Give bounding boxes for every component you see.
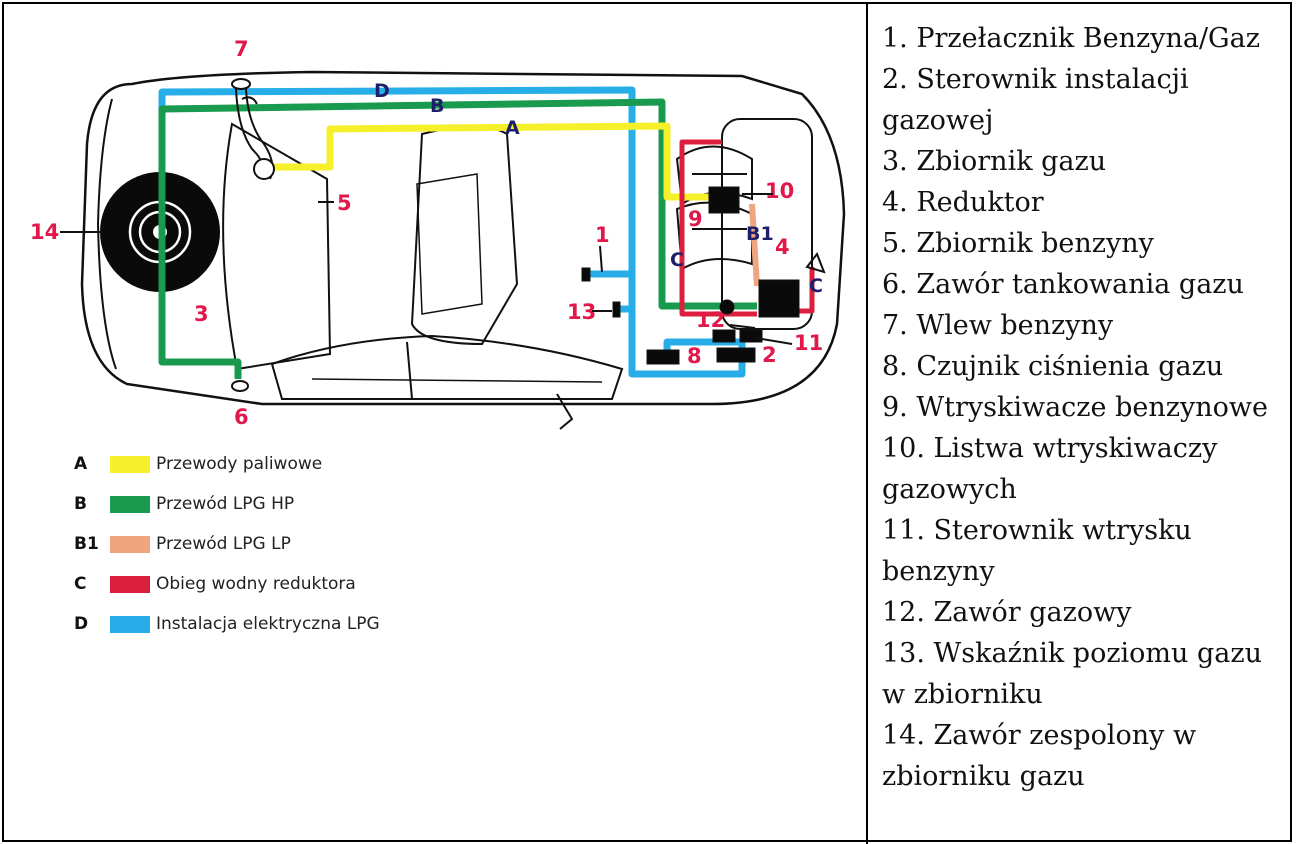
switch-knob <box>581 267 591 282</box>
legend-label: Przewody paliwowe <box>156 454 323 474</box>
legend-label: Przewód LPG HP <box>156 494 295 514</box>
label-1: 1 <box>595 223 610 247</box>
lpg-installation-diagram: 7 5 14 3 6 1 13 10 9 4 12 11 8 2 D <box>30 37 846 430</box>
label-3: 3 <box>194 302 209 326</box>
component-item: 10. Listwa wtryskiwaczy gazowych <box>882 433 1218 505</box>
component-item: 3. Zbiornik gazu <box>882 146 1107 177</box>
label-5: 5 <box>337 191 352 215</box>
petrol-ecu-a <box>712 329 736 343</box>
legend-swatch <box>110 455 150 473</box>
label-line-a: A <box>505 117 520 139</box>
reducer <box>758 279 800 318</box>
gas-ecu <box>716 347 756 363</box>
label-7: 7 <box>234 37 249 61</box>
line-b1-lpg-lp <box>749 203 760 287</box>
components <box>581 186 826 365</box>
legend-swatch <box>110 535 150 553</box>
component-item: 4. Reduktor <box>882 187 1044 218</box>
line-d-electrical <box>158 86 746 378</box>
component-item: 6. Zawór tankowania gazu <box>882 269 1244 300</box>
label-4: 4 <box>775 235 790 259</box>
component-item: 12. Zawór gazowy <box>882 597 1132 628</box>
engine-block <box>675 118 813 330</box>
line-a-fuel <box>262 122 712 201</box>
component-item: 14. Zawór zespolony w zbiorniku gazu <box>882 720 1197 792</box>
component-item: 1. Przełacznik Benzyna/Gaz <box>882 23 1260 54</box>
leader-lines <box>60 193 793 345</box>
label-line-b1: B1 <box>746 223 774 245</box>
pressure-sensor <box>646 349 680 365</box>
label-11: 11 <box>794 331 823 355</box>
legend-label: Obieg wodny reduktora <box>156 574 356 594</box>
number-labels: 7 5 14 3 6 1 13 10 9 4 12 11 8 2 <box>30 37 823 429</box>
label-2: 2 <box>762 343 777 367</box>
label-13: 13 <box>567 300 596 324</box>
label-8: 8 <box>687 344 702 368</box>
legend-code: D <box>74 614 89 634</box>
legend: A Przewody paliwowe B Przewód LPG HP B1 … <box>74 444 574 644</box>
legend-swatch <box>110 575 150 593</box>
component-item: 8. Czujnik ciśnienia gazu <box>882 351 1224 382</box>
legend-swatch <box>110 615 150 633</box>
legend-label: Instalacja elektryczna LPG <box>156 614 380 634</box>
line-b-lpg-hp <box>158 98 757 379</box>
legend-code: C <box>74 574 87 594</box>
component-item: 5. Zbiornik benzyny <box>882 228 1154 259</box>
component-item: 9. Wtryskiwacze benzynowe <box>882 392 1268 423</box>
gas-injector-rail <box>708 186 740 214</box>
line-letter-labels: D B A B1 C C <box>374 80 823 297</box>
component-item: 7. Wlew benzyny <box>882 310 1114 341</box>
component-item: 13. Wskaźnik poziomu gazu w zbiorniku <box>882 638 1263 710</box>
label-14: 14 <box>30 220 59 244</box>
line-c-water <box>679 139 815 317</box>
legend-code: A <box>74 454 88 474</box>
gas-valve <box>719 299 735 315</box>
label-12: 12 <box>696 308 725 332</box>
legend-row-b1: B1 Przewód LPG LP <box>74 524 574 564</box>
label-line-c2: C <box>809 275 823 297</box>
label-line-c1: C <box>670 249 684 271</box>
label-10: 10 <box>765 179 794 203</box>
legend-row-c: C Obieg wodny reduktora <box>74 564 574 604</box>
legend-row-d: D Instalacja elektryczna LPG <box>74 604 574 644</box>
component-item: 2. Sterownik instalacji gazowej <box>882 64 1189 136</box>
legend-row-a: A Przewody paliwowe <box>74 444 574 484</box>
component-item: 11. Sterownik wtrysku benzyny <box>882 515 1192 587</box>
petrol-filler-hose <box>231 78 275 392</box>
legend-code: B1 <box>74 534 99 554</box>
label-6: 6 <box>234 405 249 429</box>
petrol-ecu-b <box>739 329 763 343</box>
component-list: 1. Przełacznik Benzyna/Gaz 2. Sterownik … <box>882 18 1292 797</box>
label-line-d: D <box>374 80 390 102</box>
level-indicator <box>612 301 621 318</box>
label-line-b: B <box>430 95 444 117</box>
legend-row-b: B Przewód LPG HP <box>74 484 574 524</box>
legend-swatch <box>110 495 150 513</box>
legend-code: B <box>74 494 87 514</box>
legend-label: Przewód LPG LP <box>156 534 291 554</box>
label-9: 9 <box>688 207 703 231</box>
column-divider <box>866 4 868 844</box>
